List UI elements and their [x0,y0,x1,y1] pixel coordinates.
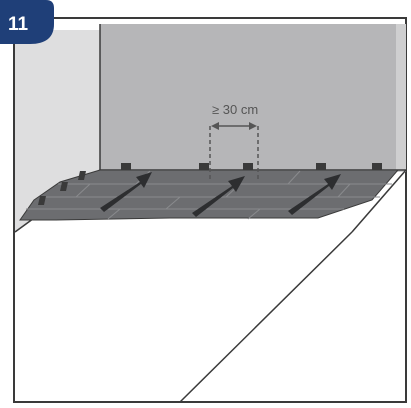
spacer-wedge-icon [243,163,253,170]
spacer-wedge-icon [199,163,209,170]
spacer-wedge-icon [372,163,382,170]
arrow-icon [100,172,152,212]
arrow-icon [288,174,341,215]
spacer-wedge-icon [121,163,131,170]
laying-direction-arrows [100,172,341,217]
back-wall [100,24,406,172]
spacer-wedge-icon [60,182,68,191]
floor-edge-right [351,169,407,233]
spacer-wedges-side [38,171,86,205]
dimension-arrow-icon [211,122,257,130]
step-badge: 11 [0,0,54,44]
spacer-wedges-back [121,163,382,170]
spacer-wedge-icon [38,196,46,205]
right-wall [396,24,406,172]
dimension-guides [209,126,259,180]
step-number: 11 [8,14,29,35]
dimension-label: ≥ 30 cm [212,102,258,117]
spacer-wedge-icon [78,171,86,180]
spacer-wedge-icon [316,163,326,170]
floor-diagonal-edge [179,231,353,403]
arrow-icon [192,176,245,217]
